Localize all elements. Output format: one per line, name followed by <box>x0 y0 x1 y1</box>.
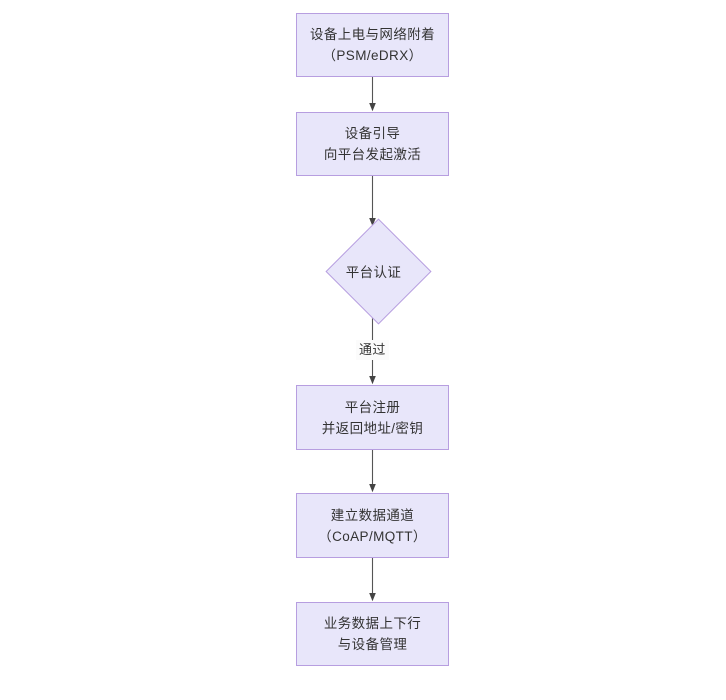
node-data-channel[interactable]: 建立数据通道 （CoAP/MQTT） <box>296 493 449 558</box>
node-line: （PSM/eDRX） <box>322 48 423 63</box>
node-line: 业务数据上下行 <box>323 616 422 631</box>
node-line: 建立数据通道 <box>330 507 415 523</box>
node-device-power-on[interactable]: 设备上电与网络附着 （PSM/eDRX） <box>296 13 449 77</box>
node-device-bootstrap[interactable]: 设备引导 向平台发起激活 <box>296 112 449 176</box>
node-line: 向平台发起激活 <box>323 147 422 162</box>
node-platform-registration[interactable]: 平台注册 并返回地址/密钥 <box>296 385 449 450</box>
node-line: 并返回地址/密钥 <box>321 420 424 436</box>
node-line: 设备上电与网络附着 <box>309 27 436 42</box>
node-line: 与设备管理 <box>337 637 408 652</box>
edge-label-pass: 通过 <box>356 340 389 360</box>
node-line: 平台注册 <box>344 399 401 415</box>
node-line: （CoAP/MQTT） <box>318 528 427 544</box>
edge-label-text: 通过 <box>359 342 386 357</box>
node-business-data[interactable]: 业务数据上下行 与设备管理 <box>296 602 449 666</box>
node-line: 设备引导 <box>344 126 401 141</box>
